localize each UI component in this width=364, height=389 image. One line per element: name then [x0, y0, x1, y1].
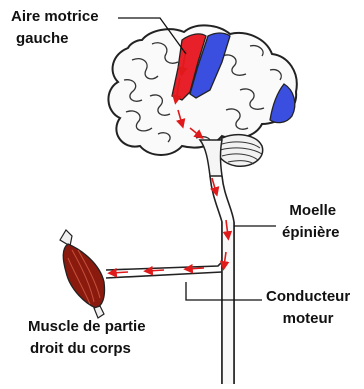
label-motor-area-line1: Aire motrice	[11, 6, 99, 28]
cerebellum	[218, 135, 263, 167]
muscle-tendon-top	[60, 230, 72, 246]
signal-arrow	[188, 268, 204, 269]
muscle-belly	[63, 244, 104, 308]
brainstem	[200, 140, 222, 176]
label-muscle: Muscle de partie droit du corps	[28, 316, 146, 360]
label-spinal-cord-line1: Moelle	[282, 200, 340, 222]
muscle	[60, 230, 105, 318]
signal-arrow	[112, 272, 128, 273]
label-motor-conductor-line1: Conducteur	[266, 286, 350, 308]
label-motor-area: Aire motrice gauche	[11, 6, 99, 50]
spinal-cord	[210, 176, 234, 384]
label-motor-conductor-line2: moteur	[266, 308, 350, 330]
label-spinal-cord-line2: épinière	[282, 222, 340, 244]
label-muscle-line1: Muscle de partie	[28, 316, 146, 338]
label-spinal-cord: Moelle épinière	[282, 200, 340, 244]
label-muscle-line2: droit du corps	[28, 338, 146, 360]
brain	[108, 25, 296, 176]
signal-arrow	[148, 270, 164, 271]
label-motor-conductor: Conducteur moteur	[266, 286, 350, 330]
label-motor-area-line2: gauche	[11, 28, 99, 50]
